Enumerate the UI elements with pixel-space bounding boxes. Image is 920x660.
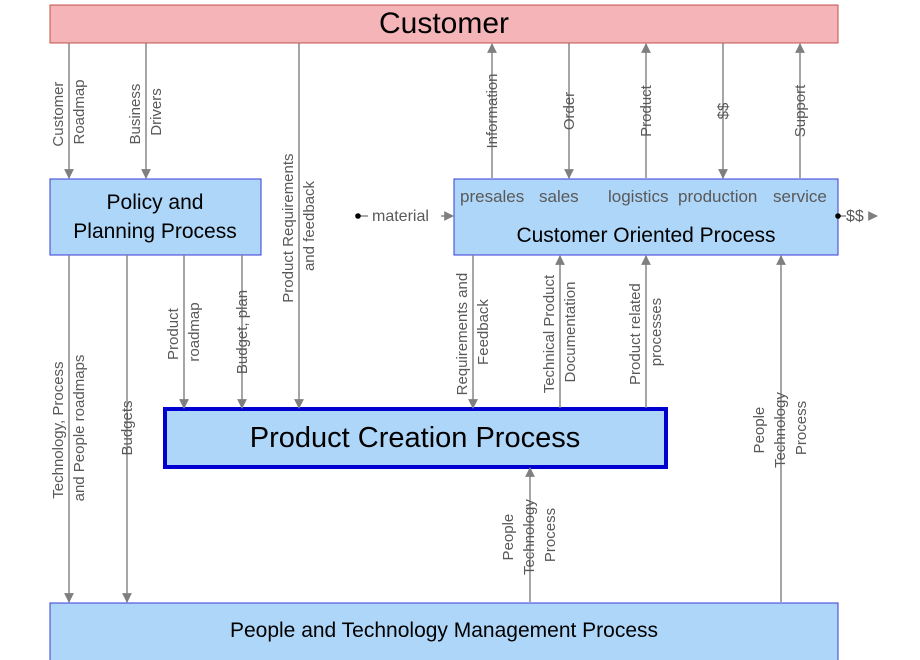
people-technology-box: People and Technology Management Process (49, 602, 839, 660)
flow-label: People Technology Process (751, 388, 810, 468)
policy-planning-box: Policy and Planning Process (49, 178, 262, 256)
subprocess-production: production (678, 187, 757, 206)
flow-label: Customer Roadmap (50, 77, 88, 146)
cop-label: Customer Oriented Process (516, 224, 775, 247)
flow-label: Order (561, 92, 578, 130)
flow-label: Budget, plan (234, 290, 251, 374)
policy-label-line2: Planning Process (73, 220, 236, 243)
policy-label-line1: Policy and (107, 191, 204, 214)
customer-oriented-box: presales sales logistics production serv… (453, 178, 839, 256)
ptm-label: People and Technology Management Process (230, 619, 658, 642)
flow-label: Product (638, 84, 655, 137)
customer-box: Customer (49, 4, 839, 44)
subprocess-logistics: logistics (608, 187, 668, 206)
flow-label: Product related processes (627, 279, 665, 385)
customer-label: Customer (379, 7, 509, 40)
flow-label: $$ (715, 102, 732, 119)
material-label: material (372, 208, 429, 225)
flow-label: Technology, Process and People roadmaps (50, 355, 88, 502)
pcp-label: Product Creation Process (250, 422, 580, 454)
flow-label: Requirements and Feedback (454, 269, 492, 396)
flow-label: Product roadmap (165, 302, 203, 361)
flow-label: Technical Product Documentation (541, 271, 579, 394)
flow-label: Information (484, 73, 501, 148)
flow-label: Budgets (119, 400, 136, 455)
subprocess-service: service (773, 187, 827, 206)
flow-label: Support (792, 84, 809, 137)
subprocess-sales: sales (539, 187, 579, 206)
flow-label: People Technology Process (500, 495, 559, 575)
product-creation-box: Product Creation Process (163, 407, 668, 469)
flow-label: Product Requirements and feedback (280, 149, 318, 302)
subprocess-presales: presales (460, 187, 524, 206)
money-out-label: $$ (846, 208, 864, 225)
flow-label: Business Drivers (127, 79, 165, 144)
